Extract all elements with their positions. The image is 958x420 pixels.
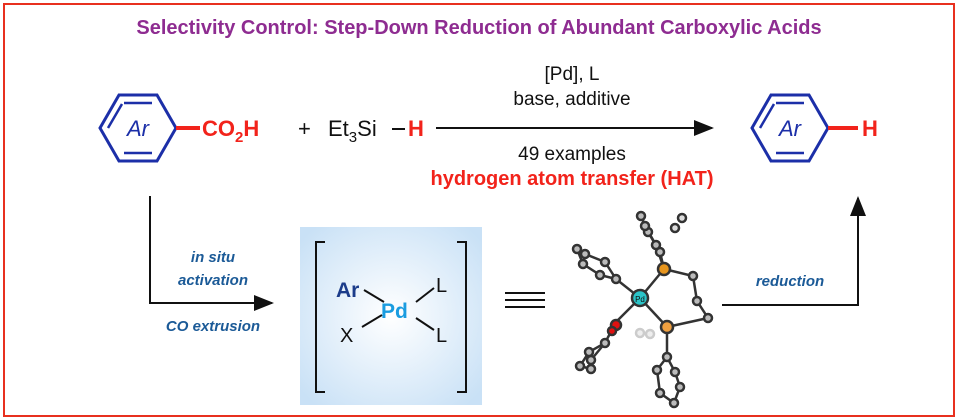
hat-label: hydrogen atom transfer (HAT) (431, 168, 714, 190)
complex-brackets (315, 241, 467, 393)
product-hydrogen: H (862, 116, 878, 141)
product-ar-label: Ar (777, 116, 803, 141)
scheme-title: Selectivity Control: Step-Down Reduction… (136, 17, 821, 39)
condition-catalyst: [Pd], L (545, 64, 600, 85)
equivalence-sign (505, 292, 545, 308)
reactant-ar-label: Ar (125, 116, 151, 141)
complex-x: X (340, 325, 353, 347)
silane-hydrogen: H (408, 116, 424, 141)
frame-border (3, 3, 955, 417)
silane-reagent: Et3Si (328, 116, 377, 146)
reduction-label: reduction (756, 273, 824, 290)
activation-label: activation (178, 272, 248, 289)
co-extrusion-label: CO extrusion (166, 318, 260, 335)
condition-base: base, additive (513, 89, 630, 110)
complex-box (300, 227, 482, 405)
complex-ligand-1: L (436, 275, 447, 297)
plus-sign: + (298, 116, 311, 141)
carboxyl-group: CO2H (202, 116, 259, 146)
complex-ar: Ar (336, 279, 359, 302)
complex-ligand-2: L (436, 325, 447, 347)
activation-arrow (149, 196, 274, 311)
complex-pd: Pd (381, 300, 408, 323)
in-situ-label: in situ (191, 249, 235, 266)
reduction-arrow (722, 196, 866, 306)
examples-count: 49 examples (518, 144, 626, 165)
crystal-structure (571, 210, 714, 409)
crystal-pd-label: Pd (635, 295, 645, 304)
